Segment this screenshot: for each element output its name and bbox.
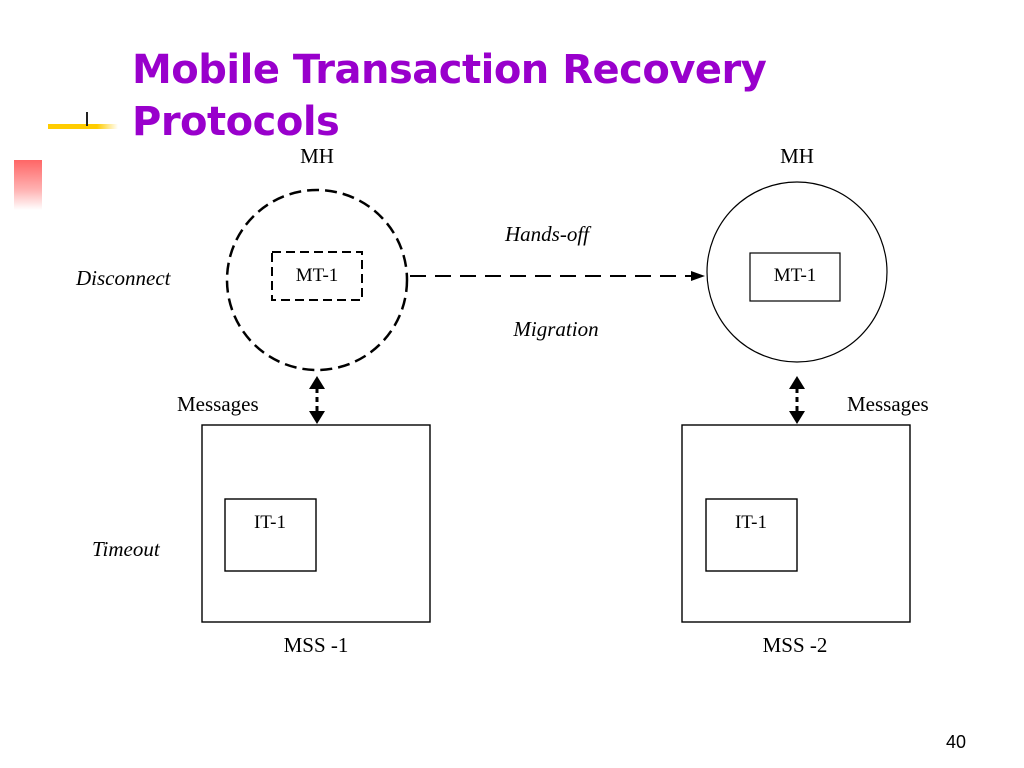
left-support-station: IT-1 MSS -1 xyxy=(201,424,431,657)
left-transaction-box xyxy=(271,251,363,301)
left-channel-arrow-up xyxy=(309,376,325,389)
right-station-box xyxy=(681,424,911,623)
title-accent-line xyxy=(48,124,118,129)
disconnect-label: Disconnect xyxy=(75,266,172,290)
right-host-circle xyxy=(706,181,888,363)
right-channel-arrow-up xyxy=(789,376,805,389)
page-number: 40 xyxy=(945,732,966,752)
migration-label: Migration xyxy=(512,317,598,341)
right-messages-label: Messages xyxy=(847,392,929,416)
handoff-label: Hands-off xyxy=(504,222,592,246)
right-support-station: IT-1 MSS -2 xyxy=(681,424,911,657)
left-mobile-host: MT-1 MH xyxy=(225,144,409,372)
left-host-label: MH xyxy=(300,144,334,168)
right-mobile-host: MT-1 MH xyxy=(706,144,888,363)
left-messages-label: Messages xyxy=(177,392,259,416)
left-host-circle xyxy=(225,188,409,372)
right-message-channel: Messages xyxy=(789,376,929,424)
right-channel-arrow-down xyxy=(789,411,805,424)
right-transaction-box xyxy=(749,252,841,302)
left-inner-transaction-label: IT-1 xyxy=(254,512,286,533)
slide-title-line-1: Mobile Transaction Recovery xyxy=(132,47,767,93)
title-accent-tick xyxy=(86,112,88,126)
timeout-label: Timeout xyxy=(92,537,161,561)
left-channel-arrow-down xyxy=(309,411,325,424)
right-inner-transaction-box xyxy=(705,498,798,572)
left-station-box xyxy=(201,424,431,623)
side-accent-bar xyxy=(14,160,42,210)
handoff-arrow: Hands-off Migration xyxy=(410,222,705,341)
left-inner-transaction-box xyxy=(224,498,317,572)
right-station-label: MSS -2 xyxy=(763,633,828,657)
right-transaction-label: MT-1 xyxy=(774,265,817,286)
right-host-label: MH xyxy=(780,144,814,168)
right-inner-transaction-label: IT-1 xyxy=(735,512,767,533)
left-message-channel: Messages xyxy=(177,376,325,424)
left-transaction-label: MT-1 xyxy=(296,265,339,286)
slide-title-line-2: Protocols xyxy=(132,99,340,145)
slide-title: Mobile Transaction Recovery Protocols xyxy=(132,44,932,148)
left-station-label: MSS -1 xyxy=(284,633,349,657)
